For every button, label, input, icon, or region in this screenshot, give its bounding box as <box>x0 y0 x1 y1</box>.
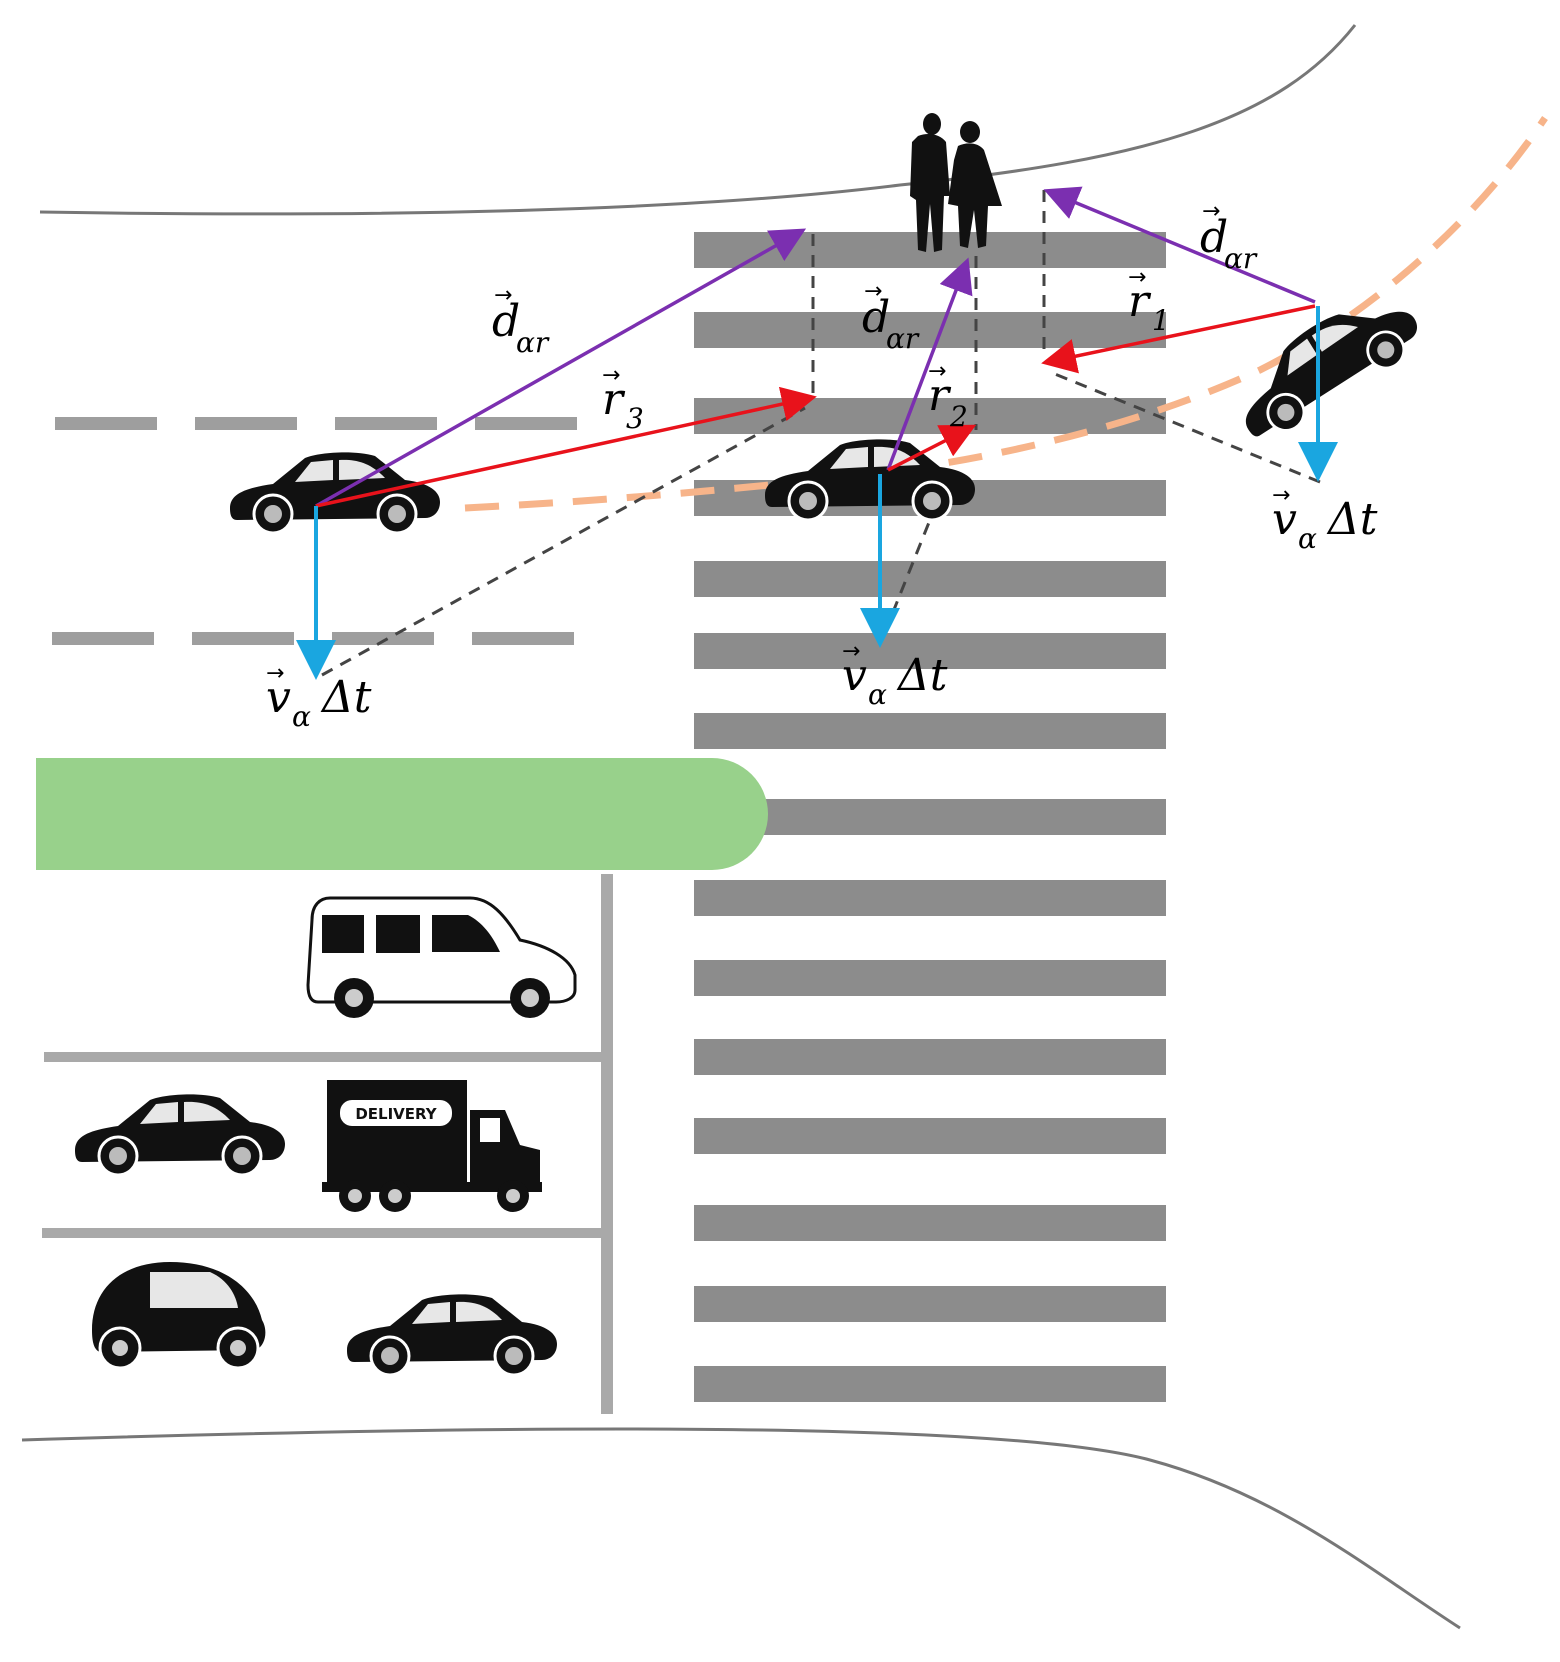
pedestrians-icon <box>910 113 1002 252</box>
svg-text:αr: αr <box>1224 242 1258 275</box>
svg-text:→: → <box>266 661 284 686</box>
svg-text:v: v <box>266 672 291 723</box>
vehicle-trajectory <box>464 116 1548 512</box>
svg-text:r: r <box>1128 276 1152 327</box>
svg-text:v: v <box>842 650 867 701</box>
svg-text:αr: αr <box>516 326 550 359</box>
svg-text:2: 2 <box>949 400 968 433</box>
median-island <box>36 758 768 870</box>
svg-text:3: 3 <box>626 402 644 435</box>
svg-text:Δt: Δt <box>896 650 948 701</box>
svg-text:→: → <box>1272 483 1290 508</box>
svg-text:1: 1 <box>1152 304 1170 337</box>
road-edge-bottom <box>21 1427 1461 1630</box>
label-v-middle: v α Δt → <box>842 639 948 711</box>
parked-sedan-2-icon <box>345 1292 559 1377</box>
label-r2: r 2 → <box>928 359 968 433</box>
svg-text:α: α <box>868 678 887 711</box>
svg-text:→: → <box>842 639 860 664</box>
label-v-right: v α Δt → <box>1272 483 1378 555</box>
svg-text:Δt: Δt <box>320 672 372 723</box>
van-icon <box>306 896 577 1018</box>
label-d-ar-left: d αr → <box>492 283 550 359</box>
svg-text:→: → <box>928 359 946 384</box>
svg-text:v: v <box>1272 494 1297 545</box>
r-vectors <box>315 304 1316 508</box>
svg-text:→: → <box>494 283 512 308</box>
svg-text:→: → <box>1128 265 1146 290</box>
parked-sedan-1-icon <box>73 1092 287 1177</box>
svg-text:Δt: Δt <box>1326 494 1378 545</box>
label-r3: r 3 → <box>602 363 644 435</box>
v-vectors <box>296 306 1338 680</box>
svg-text:d: d <box>1200 212 1228 263</box>
label-v-left: v α Δt → <box>266 661 372 733</box>
lane-markings-upper <box>55 417 577 430</box>
parking-lines <box>42 874 613 1414</box>
label-d-ar-right: d αr → <box>1200 199 1258 275</box>
svg-text:αr: αr <box>886 322 920 355</box>
lane-markings-lower <box>52 632 574 645</box>
svg-text:α: α <box>292 700 311 733</box>
svg-text:→: → <box>1202 199 1220 224</box>
delivery-truck-icon: DELIVERY <box>322 1080 542 1212</box>
svg-text:d: d <box>862 292 890 343</box>
svg-text:→: → <box>602 363 620 388</box>
d-vectors <box>315 186 1316 508</box>
label-r1: r 1 → <box>1128 265 1170 337</box>
smart-car-icon <box>92 1262 266 1370</box>
label-d-ar-middle: d αr → <box>862 279 920 355</box>
svg-text:d: d <box>492 296 520 347</box>
car-right-icon <box>1218 277 1432 451</box>
svg-text:r: r <box>928 370 952 421</box>
svg-text:α: α <box>1298 522 1317 555</box>
road-edge-top <box>39 24 1357 216</box>
crosswalk <box>694 232 1166 1402</box>
truck-label: DELIVERY <box>355 1105 437 1123</box>
svg-text:r: r <box>602 374 626 425</box>
svg-text:→: → <box>864 279 882 304</box>
car-left-icon <box>228 450 442 535</box>
